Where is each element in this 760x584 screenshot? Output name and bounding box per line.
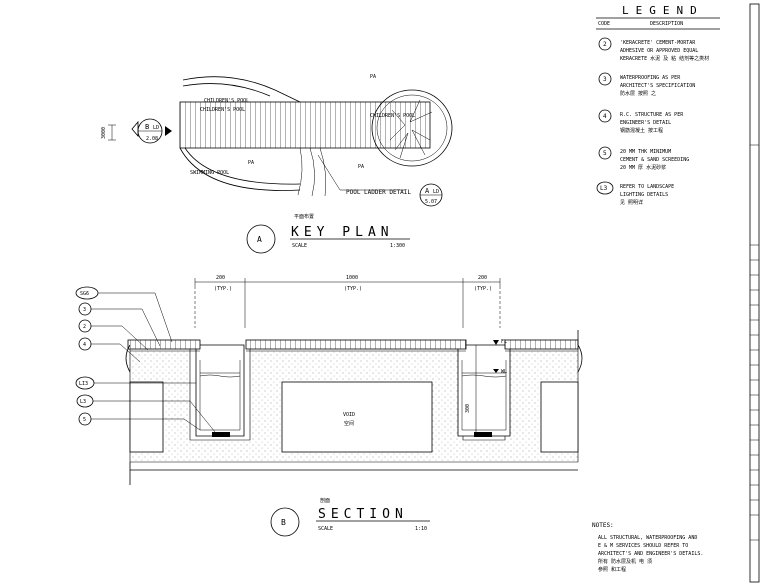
legend-line: ARCHITECT'S SPECIFICATION [620,83,695,89]
legend-line: 'KERACRETE' CEMENT-MORTAR [620,40,696,46]
key-plan-chinese-title: 平面布置 [294,213,314,220]
legend-line: REFER TO LANDSCAPE [620,184,674,190]
legend-line: R.C. STRUCTURE AS PER [620,112,684,118]
legend-code: 2 [603,41,607,48]
legend-line: ADHESIVE OR APPROVED EQUAL [620,48,698,54]
callout-l3: L3 [80,399,86,405]
dim-right: 200 [478,275,487,281]
callout-group: SG6 3 2 4 LI3 L3 5 [75,286,216,433]
section-title: SECTION [318,507,408,522]
notes-line: ARCHITECT'S AND ENGINEER'S DETAILS. [598,551,703,557]
void-chinese-label: 空间 [344,420,354,427]
title-block-strip [749,3,760,583]
oval-pool [371,89,453,167]
pa-label: PA [358,164,364,170]
legend-code: L3 [600,185,608,192]
detail-ref-code: LD [433,189,439,195]
pa-label: PA [248,160,254,166]
fl-label: FL [501,339,507,345]
void-box [281,381,433,453]
dim-vertical: 300 [465,404,471,413]
legend-line: LIGHTING DETAILS [620,192,668,198]
legend-line: CEMENT & SAND SCREEDING [620,157,689,163]
callout-sg6: SG6 [80,291,89,297]
legend-code: 5 [603,150,607,157]
section-ref-code: LD [153,125,159,131]
section-bubble-letter: B [281,518,286,527]
pa-label: PA [370,74,376,80]
section-bubble [270,507,300,537]
detail-ref-sheet: 5.07 [425,199,437,205]
key-plan-bubble [246,224,276,254]
callout-li3: LI3 [79,381,88,387]
legend-item: 3 WATERPROOFING AS PER ARCHITECT'S SPECI… [598,72,695,97]
callout-4: 4 [83,342,86,348]
section-scale-label: SCALE [318,526,333,532]
legend-line: ENGINEER'S DETAIL [620,120,671,126]
section-ref-letter: B [145,123,149,131]
key-plan-scale-value: 1:300 [390,243,405,249]
notes-line: 参照 和工程 [598,566,626,573]
dim-left: 200 [216,275,225,281]
key-plan-bubble-letter: A [257,235,262,244]
legend-item: 4 R.C. STRUCTURE AS PER ENGINEER'S DETAI… [598,109,684,134]
notes-line: 所有 防水层及机 电 须 [598,558,652,565]
key-plan-scale-label: SCALE [292,243,307,249]
legend-line: 20 MM 厚 水泥砂浆 [620,164,666,171]
section-ref-sheet: 2.08 [146,136,158,142]
pool-ladder-label: POOL LADDER DETAIL [346,189,411,196]
legend-col-desc: DESCRIPTION [650,21,683,27]
legend-line: 防水层 按照 之 [620,90,656,97]
legend-line: KERACRETE 水泥 及 粘 结剂等之类材 [620,55,709,62]
wl-label: WL [501,369,507,375]
section-chinese-title: 剖面 [320,497,330,504]
legend-item: 5 20 MM THK MINIMUM CEMENT & SAND SCREED… [598,146,689,171]
legend-item: 2 'KERACRETE' CEMENT-MORTAR ADHESIVE OR … [598,37,709,62]
legend-line: 见 照明详 [620,199,643,206]
dim-typ: (TYP.) [474,286,492,292]
childrens-pool-label: CHILDREN'S POOL [370,113,415,119]
section-scale-value: 1:10 [415,526,427,532]
section-drawing: 200 (TYP.) 1000 (TYP.) 200 (TYP.) VOID 空… [75,275,583,537]
callout-5: 5 [83,417,86,423]
dim-mid: 1000 [346,275,358,281]
dim-3000: 3000 [101,127,107,139]
detail-ref-letter: A [425,187,430,195]
swimming-pool-label: SWIMMING POOL [190,170,229,176]
notes-panel: NOTES: ALL STRUCTURAL, WATERPROOFING AND… [592,522,703,573]
callout-2: 2 [83,324,86,330]
deck-boards [179,101,431,149]
legend-item: L3 REFER TO LANDSCAPE LIGHTING DETAILS 见… [596,181,674,206]
legend-line: 20 MM THK MINIMUM [620,149,671,155]
void-label: VOID [343,412,355,418]
legend-code: 4 [603,113,607,120]
legend-code: 3 [603,76,607,83]
dim-typ: (TYP.) [344,286,362,292]
callout-3: 3 [83,307,86,313]
legend-line: WATERPROOFING AS PER [620,75,681,81]
childrens-pool-label: CHILDREN'S POOL [204,98,249,104]
legend-title: LEGEND [622,4,704,17]
legend-panel: LEGEND CODE DESCRIPTION 2 'KERACRETE' CE… [596,4,720,206]
legend-col-code: CODE [598,21,610,27]
childrens-pool-label: CHILDREN'S POOL [200,107,245,113]
notes-line: E & M SERVICES SHOULD REFER TO [598,543,688,549]
legend-line: 钢筋混凝土 按工程 [620,127,663,134]
notes-title: NOTES: [592,522,614,529]
notes-line: ALL STRUCTURAL, WATERPROOFING AND [598,535,697,541]
key-plan-title: KEY PLAN [291,225,394,240]
key-plan: 3000 B LD 2.08 PA PA PA CHILDREN'S POOL … [101,74,453,254]
dim-typ: (TYP.) [214,286,232,292]
